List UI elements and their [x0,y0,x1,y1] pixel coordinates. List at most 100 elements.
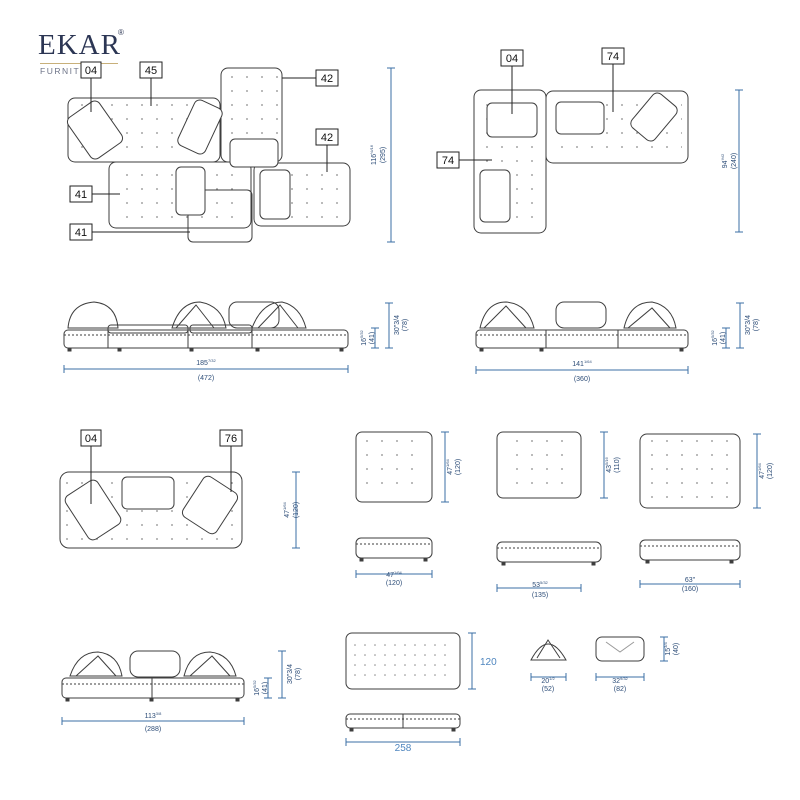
dimension-text: ½/2 [720,153,725,160]
dimension-text: 45 [145,65,157,77]
dim-elevation-c-width: 1857/32 (472) [196,358,216,382]
cushion-04-tilted [66,100,124,160]
cushion-74-bottom [479,169,511,223]
dimension-text: (120) [293,502,300,518]
dim-plan-a-height: 116½/16 (295) [369,144,387,165]
dimension-text: (82) [614,686,626,693]
dimension-text: 5/32 [252,679,257,688]
dimension-text: 63" [685,577,696,584]
dimension-text: 42 [321,73,333,85]
seat-base [475,329,689,349]
dimension-text: 47 [284,510,291,518]
svg-text:1857/32: 1857/32 [196,358,216,367]
cushion-04-tilted [64,479,122,541]
tag-layer: 04 45 42 42 41 41 04 74 74 04 76 [69,47,625,504]
dimension-text: 16 [361,338,368,346]
back-cushion-3 [183,651,237,677]
tag-04-plan-e: 04 [80,429,102,504]
cushion-76-tilted [181,475,239,535]
dimension-text: 47 [759,471,766,479]
back-cushion-4 [251,301,307,329]
back-cushion-2 [171,301,227,329]
dim-ottoman-2-width: 535/32 (135) [532,580,549,599]
pillow-triangle-elevation [530,639,567,661]
dim-ottoman-2-depth: 435/16 (110) [604,456,621,472]
dimension-text: 1/2 [549,676,555,681]
tag-04-plan-a: 04 [80,61,102,112]
dim-ottoman-1-width: 471/64 (120) [386,570,403,587]
dimension-text: 94 [722,160,729,168]
svg-text:435/16: 435/16 [604,456,613,472]
dimension-text: 04 [506,53,518,65]
back-cushion-1 [69,651,123,677]
svg-text:471/64: 471/64 [386,570,402,579]
dimension-text: 32 [612,678,620,685]
dimension-text: 3/8 [156,711,162,716]
elevation-f-three-seat [61,650,245,702]
module-41-lower [187,189,253,243]
dimension-text: 53 [532,582,540,589]
dimension-text: (472) [198,375,214,382]
module-41-left [108,161,252,229]
dimension-text: 113 [145,713,156,720]
dim-elevation-c-seat: 165/32 (41) [359,329,376,345]
svg-text:471/64: 471/64 [282,501,291,517]
plan-e-sofa-76 [59,471,243,549]
pillow-rectangle-elevation [595,636,645,662]
svg-text:1133/8: 1133/8 [145,711,163,720]
cushion-74-tilted [630,92,678,142]
dim-elevation-f-seat: 165/32 (41) [252,679,269,695]
module-76-base [59,471,243,549]
dimension-text: 16 [254,688,261,696]
dim-pillow-rectangle-width: 329/32 (82) [612,676,628,693]
dim-elevation-f-width: 1133/8 (288) [145,711,163,733]
dimension-text: (360) [574,376,590,383]
dim-plan-e-height: 471/64 (120) [282,501,300,518]
cushion-42-vertical [259,169,291,220]
dimension-text: 1/64 [394,570,403,575]
dimension-text: 04 [85,65,97,77]
svg-text:94½/2: 94½/2 [720,153,729,168]
dimension-text: (41) [720,332,727,344]
dim-ottoman-3-depth: 471/64 (120) [757,462,774,479]
tag-04-plan-b: 04 [500,49,524,114]
tag-74-plan-b-left: 74 [436,151,492,169]
dimension-text: (78) [402,319,409,331]
ottoman-3-elevation [639,539,741,564]
dim-pillow-rectangle-height: 153/4 (40) [663,642,680,656]
elevation-d-corner-sofa [475,301,689,352]
dimension-text: (135) [532,592,548,599]
elevation-g-module-258 [345,713,461,732]
dimension-text: 5/32 [710,329,715,338]
dimension-text: 74 [442,155,454,167]
brand-registered-mark: ® [118,28,124,37]
dimension-text: 41 [75,227,87,239]
dim-elevation-d-seat: 165/32 (41) [710,329,727,345]
ottoman-3-plan [639,433,741,509]
tag-76-plan-e: 76 [219,429,243,492]
dimension-text: 116 [371,154,378,165]
svg-text:471/64: 471/64 [757,462,766,478]
tag-41-plan-a-bottom: 41 [69,223,190,241]
dimension-text: 185 [196,360,208,367]
svg-text:116½/16: 116½/16 [369,144,378,165]
plan-b-corner-layout [473,89,689,234]
dimension-text: 41 [75,189,87,201]
tag-41-plan-a-top: 41 [69,185,120,203]
plan-a-large-modular-layout [66,67,351,243]
dimension-text: 7/32 [208,358,217,363]
dim-module-g-depth: 120 [480,657,497,668]
seat-cushion-2 [189,324,253,334]
back-cushion-1 [479,301,535,329]
seat-base [63,329,349,349]
dimension-labels: 116½/16 (295) 94½/2 (240) 1857/32 (472) … [145,144,774,754]
dimension-text: 141 [572,361,584,368]
dim-ottoman-3-width: 63" (160) [682,577,698,593]
dimension-text: 42 [321,132,333,144]
dim-module-g-width: 258 [395,743,412,754]
dimension-text: 5/16 [604,456,609,465]
dimension-text: (78) [295,668,302,680]
plan-g-module-258 [345,632,461,690]
dimension-text: 74 [607,51,619,63]
dimension-text: 16 [712,338,719,346]
